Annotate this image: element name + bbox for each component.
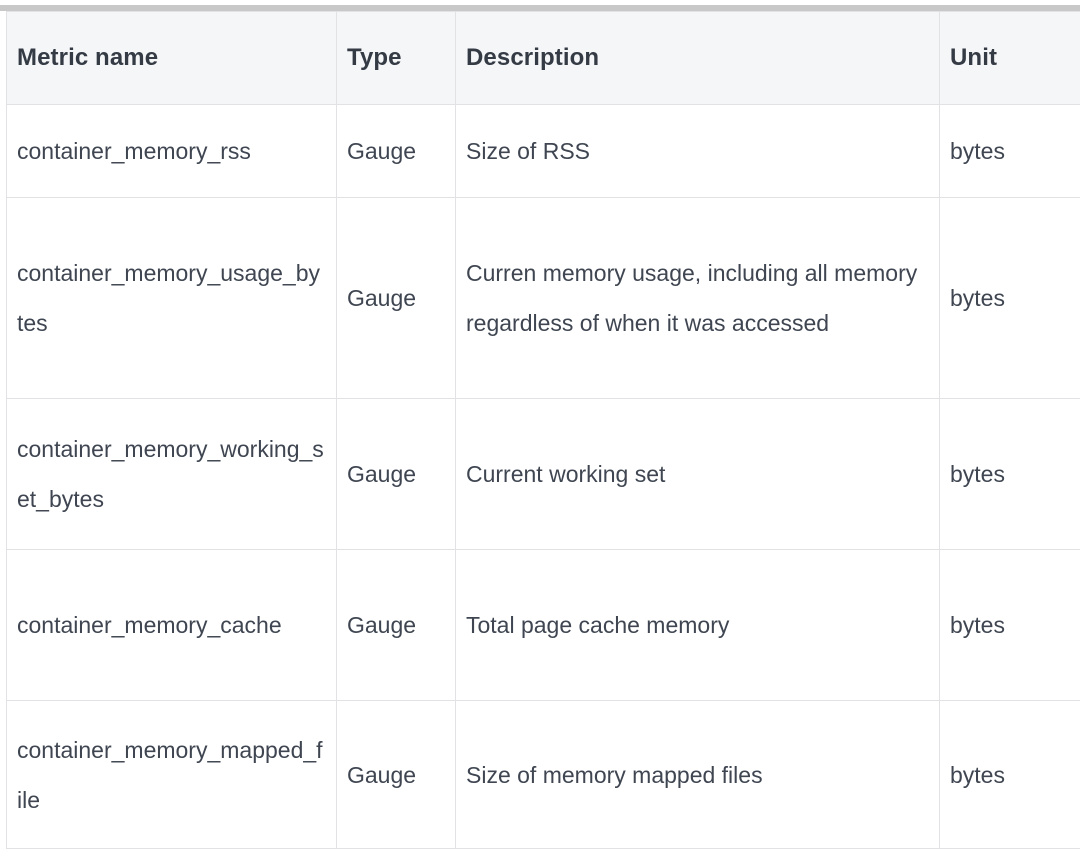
column-header-type[interactable]: Type bbox=[336, 11, 456, 105]
cell-unit: bytes bbox=[939, 700, 1080, 849]
cell-description: Current working set bbox=[455, 398, 940, 550]
cell-unit: bytes bbox=[939, 549, 1080, 701]
column-header-metric-name[interactable]: Metric name bbox=[6, 11, 337, 105]
cell-type: Gauge bbox=[336, 197, 456, 399]
cell-type: Gauge bbox=[336, 104, 456, 198]
cell-type: Gauge bbox=[336, 398, 456, 550]
table-body: container_memory_rss Gauge Size of RSS b… bbox=[6, 104, 1080, 849]
metrics-table: Metric name Type Description Unit contai… bbox=[6, 11, 1080, 849]
cell-description: Size of memory mapped files bbox=[455, 700, 940, 849]
cell-metric-name: container_memory_rss bbox=[6, 104, 337, 198]
cell-unit: bytes bbox=[939, 197, 1080, 399]
cell-metric-name: container_memory_mapped_file bbox=[6, 700, 337, 849]
cell-unit: bytes bbox=[939, 398, 1080, 550]
cell-metric-name: container_memory_working_set_bytes bbox=[6, 398, 337, 550]
table-header-row: Metric name Type Description Unit bbox=[6, 11, 1080, 105]
table-row: container_memory_working_set_bytes Gauge… bbox=[6, 398, 1080, 550]
table-row: container_memory_rss Gauge Size of RSS b… bbox=[6, 104, 1080, 198]
cell-metric-name: container_memory_cache bbox=[6, 549, 337, 701]
cell-description: Curren memory usage, including all memor… bbox=[455, 197, 940, 399]
table-header: Metric name Type Description Unit bbox=[6, 11, 1080, 105]
cell-type: Gauge bbox=[336, 700, 456, 849]
table-top-rule bbox=[0, 5, 1080, 11]
column-header-unit[interactable]: Unit bbox=[939, 11, 1080, 105]
cell-unit: bytes bbox=[939, 104, 1080, 198]
table-row: container_memory_mapped_file Gauge Size … bbox=[6, 700, 1080, 849]
cell-metric-name: container_memory_usage_bytes bbox=[6, 197, 337, 399]
cell-description: Size of RSS bbox=[455, 104, 940, 198]
cell-description: Total page cache memory bbox=[455, 549, 940, 701]
table-row: container_memory_cache Gauge Total page … bbox=[6, 549, 1080, 701]
table-scroll-container[interactable]: Metric name Type Description Unit contai… bbox=[6, 11, 1080, 849]
column-header-description[interactable]: Description bbox=[455, 11, 940, 105]
cell-type: Gauge bbox=[336, 549, 456, 701]
table-row: container_memory_usage_bytes Gauge Curre… bbox=[6, 197, 1080, 399]
